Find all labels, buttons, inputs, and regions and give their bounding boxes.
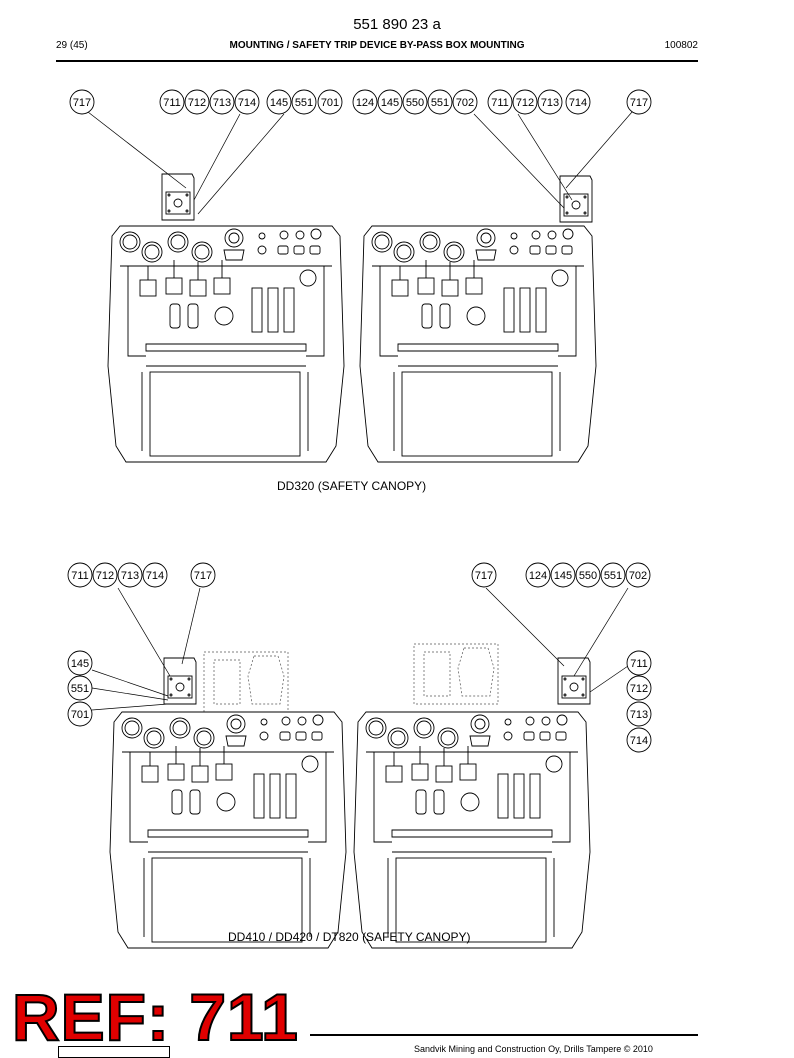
callout-bottom-3: 714 (142, 562, 168, 588)
svg-text:712: 712 (96, 570, 114, 582)
callout-bottom-6: 124 (525, 562, 551, 588)
caption-dd410: DD410 / DD420 / DT820 (SAFETY CANOPY) (228, 930, 471, 944)
page-header: 29 (45) MOUNTING / SAFETY TRIP DEVICE BY… (56, 40, 698, 56)
svg-text:702: 702 (456, 97, 474, 109)
svg-text:713: 713 (121, 570, 139, 582)
footer-rule (310, 1034, 698, 1036)
svg-text:714: 714 (569, 97, 587, 109)
callout-bottom-2: 713 (117, 562, 143, 588)
svg-text:551: 551 (431, 97, 449, 109)
svg-text:717: 717 (630, 97, 648, 109)
svg-text:551: 551 (295, 97, 313, 109)
callout-top-16: 714 (565, 89, 591, 115)
svg-text:701: 701 (321, 97, 339, 109)
svg-text:711: 711 (71, 570, 89, 582)
callout-bottom-0: 711 (67, 562, 93, 588)
callout-bottom-8: 550 (575, 562, 601, 588)
svg-text:717: 717 (194, 570, 212, 582)
svg-text:145: 145 (381, 97, 399, 109)
svg-text:713: 713 (213, 97, 231, 109)
callout-top-13: 711 (487, 89, 513, 115)
callout-left-0: 145 (67, 650, 93, 676)
panel-top-left (107, 173, 345, 463)
callout-bubbles: 717 711 712 713 714 145 551 701 124 145 550 551 702 7… (67, 89, 652, 753)
svg-text:712: 712 (630, 683, 648, 695)
svg-text:701: 701 (71, 709, 89, 721)
callout-right-0: 711 (626, 650, 652, 676)
callout-left-1: 551 (67, 675, 93, 701)
document-number: 551 890 23 a (353, 16, 441, 33)
callout-top-10: 550 (402, 89, 428, 115)
callout-top-2: 712 (184, 89, 210, 115)
svg-text:714: 714 (146, 570, 164, 582)
callout-top-3: 713 (209, 89, 235, 115)
leader-lines (87, 111, 633, 711)
callout-bottom-5: 717 (471, 562, 497, 588)
svg-text:124: 124 (356, 97, 374, 109)
svg-text:714: 714 (238, 97, 256, 109)
callout-top-12: 702 (452, 89, 478, 115)
header-rule (56, 60, 698, 62)
callout-bottom-1: 712 (92, 562, 118, 588)
svg-text:717: 717 (73, 97, 91, 109)
svg-text:714: 714 (630, 735, 648, 747)
svg-text:711: 711 (163, 97, 181, 109)
callout-top-4: 714 (234, 89, 260, 115)
callout-right-3: 714 (626, 727, 652, 753)
svg-text:712: 712 (188, 97, 206, 109)
panel-bottom-right (353, 643, 591, 949)
callout-top-5: 145 (266, 89, 292, 115)
callout-bottom-9: 551 (600, 562, 626, 588)
callout-left-2: 701 (67, 701, 93, 727)
callout-top-1: 711 (159, 89, 185, 115)
page-title: MOUNTING / SAFETY TRIP DEVICE BY-PASS BO… (229, 40, 525, 51)
svg-text:145: 145 (554, 570, 572, 582)
svg-text:145: 145 (71, 658, 89, 670)
footer-copyright: Sandvik Mining and Construction Oy, Dril… (414, 1044, 653, 1054)
callout-bottom-10: 702 (625, 562, 651, 588)
svg-text:717: 717 (475, 570, 493, 582)
header-code: 100802 (664, 40, 698, 51)
svg-text:702: 702 (629, 570, 647, 582)
svg-text:711: 711 (630, 658, 648, 670)
callout-top-11: 551 (427, 89, 453, 115)
callout-bottom-4: 717 (190, 562, 216, 588)
svg-text:550: 550 (406, 97, 424, 109)
svg-text:713: 713 (541, 97, 559, 109)
callout-right-1: 712 (626, 675, 652, 701)
svg-text:711: 711 (491, 97, 509, 109)
page-number: 29 (45) (56, 40, 88, 51)
callout-top-17: 717 (626, 89, 652, 115)
caption-dd320: DD320 (SAFETY CANOPY) (277, 479, 427, 493)
ref-stamp: REF: 711 (11, 980, 299, 1054)
callout-top-9: 145 (377, 89, 403, 115)
svg-text:551: 551 (604, 570, 622, 582)
svg-text:145: 145 (270, 97, 288, 109)
callout-top-15: 713 (537, 89, 563, 115)
callout-top-8: 124 (352, 89, 378, 115)
callout-top-6: 551 (291, 89, 317, 115)
svg-text:712: 712 (516, 97, 534, 109)
callout-right-2: 713 (626, 701, 652, 727)
callout-top-7: 701 (317, 89, 343, 115)
callout-top-0: 717 (69, 89, 95, 115)
panel-top-right (359, 175, 597, 463)
svg-text:713: 713 (630, 709, 648, 721)
svg-text:124: 124 (529, 570, 547, 582)
svg-text:550: 550 (579, 570, 597, 582)
callout-bottom-7: 145 (550, 562, 576, 588)
callout-top-14: 712 (512, 89, 538, 115)
svg-text:551: 551 (71, 683, 89, 695)
